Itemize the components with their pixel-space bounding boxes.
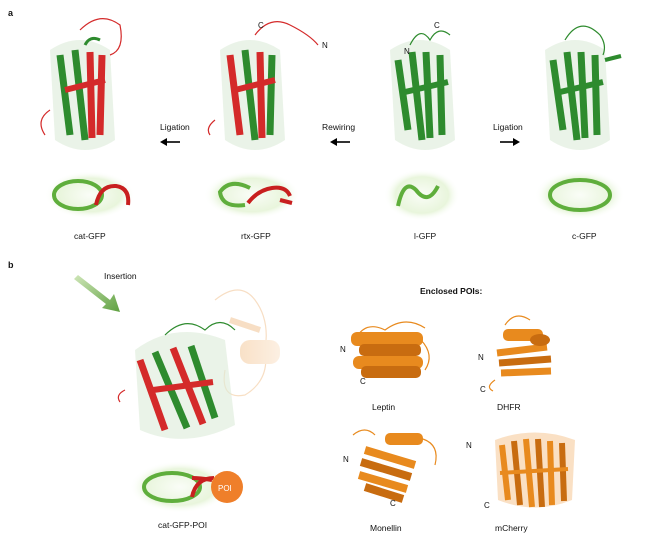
insertion-arrow: Insertion [74,271,137,312]
poi-mcherry-structure [495,432,575,508]
enclosed-pois-title: Enclosed POIs: [420,286,483,296]
mcherry-term-n: N [466,441,472,450]
label-leptin: Leptin [372,402,395,412]
leptin-term-c: C [360,377,366,386]
rtx-term-n: N [322,41,328,50]
rtx-gfp-structure: C N [207,21,328,150]
label-dhfr: DHFR [497,402,521,412]
c-gfp-structure [545,25,622,150]
arrow-label-rewiring: Rewiring [322,122,355,132]
l-gfp-structure: N C [390,21,455,150]
arrow-ligation-1: Ligation [160,122,190,146]
cat-gfp-structure [40,18,122,150]
panel-a-letter: a [8,8,14,18]
l-gfp-term-c: C [434,21,440,30]
leptin-term-n: N [340,345,346,354]
poi-badge-label: POI [218,484,232,493]
panel-b-letter: b [8,260,14,270]
rtx-term-c: C [258,21,264,30]
topology-l-gfp [384,169,460,221]
label-cat-gfp: cat-GFP [74,231,106,241]
arrow-label-ligation-2: Ligation [493,122,523,132]
label-l-gfp: l-GFP [414,231,437,241]
ghost-poi-structure [214,289,280,397]
label-cat-gfp-poi: cat-GFP-POI [158,520,207,530]
label-monellin: Monellin [370,523,402,533]
poi-leptin-structure [351,321,430,378]
poi-monellin-structure [352,429,437,503]
monellin-term-n: N [343,455,349,464]
dhfr-term-c: C [480,385,486,394]
cat-gfp-poi-structure [117,321,236,439]
topology-cat-gfp [45,171,135,219]
mcherry-term-c: C [484,501,490,510]
arrow-rewiring: Rewiring [322,122,355,146]
arrow-ligation-2: Ligation [493,122,523,146]
label-rtx-gfp: rtx-GFP [241,231,271,241]
topology-cat-gfp-poi: POI [130,461,243,513]
arrow-label-ligation-1: Ligation [160,122,190,132]
label-mcherry: mCherry [495,523,528,533]
dhfr-term-n: N [478,353,484,362]
label-c-gfp: c-GFP [572,231,597,241]
l-gfp-term-n: N [404,47,410,56]
poi-badge [211,471,243,503]
topology-rtx-gfp [204,171,300,219]
monellin-term-c: C [390,499,396,508]
topology-c-gfp [535,170,625,220]
insertion-label: Insertion [104,271,137,281]
poi-dhfr-structure [488,315,552,392]
